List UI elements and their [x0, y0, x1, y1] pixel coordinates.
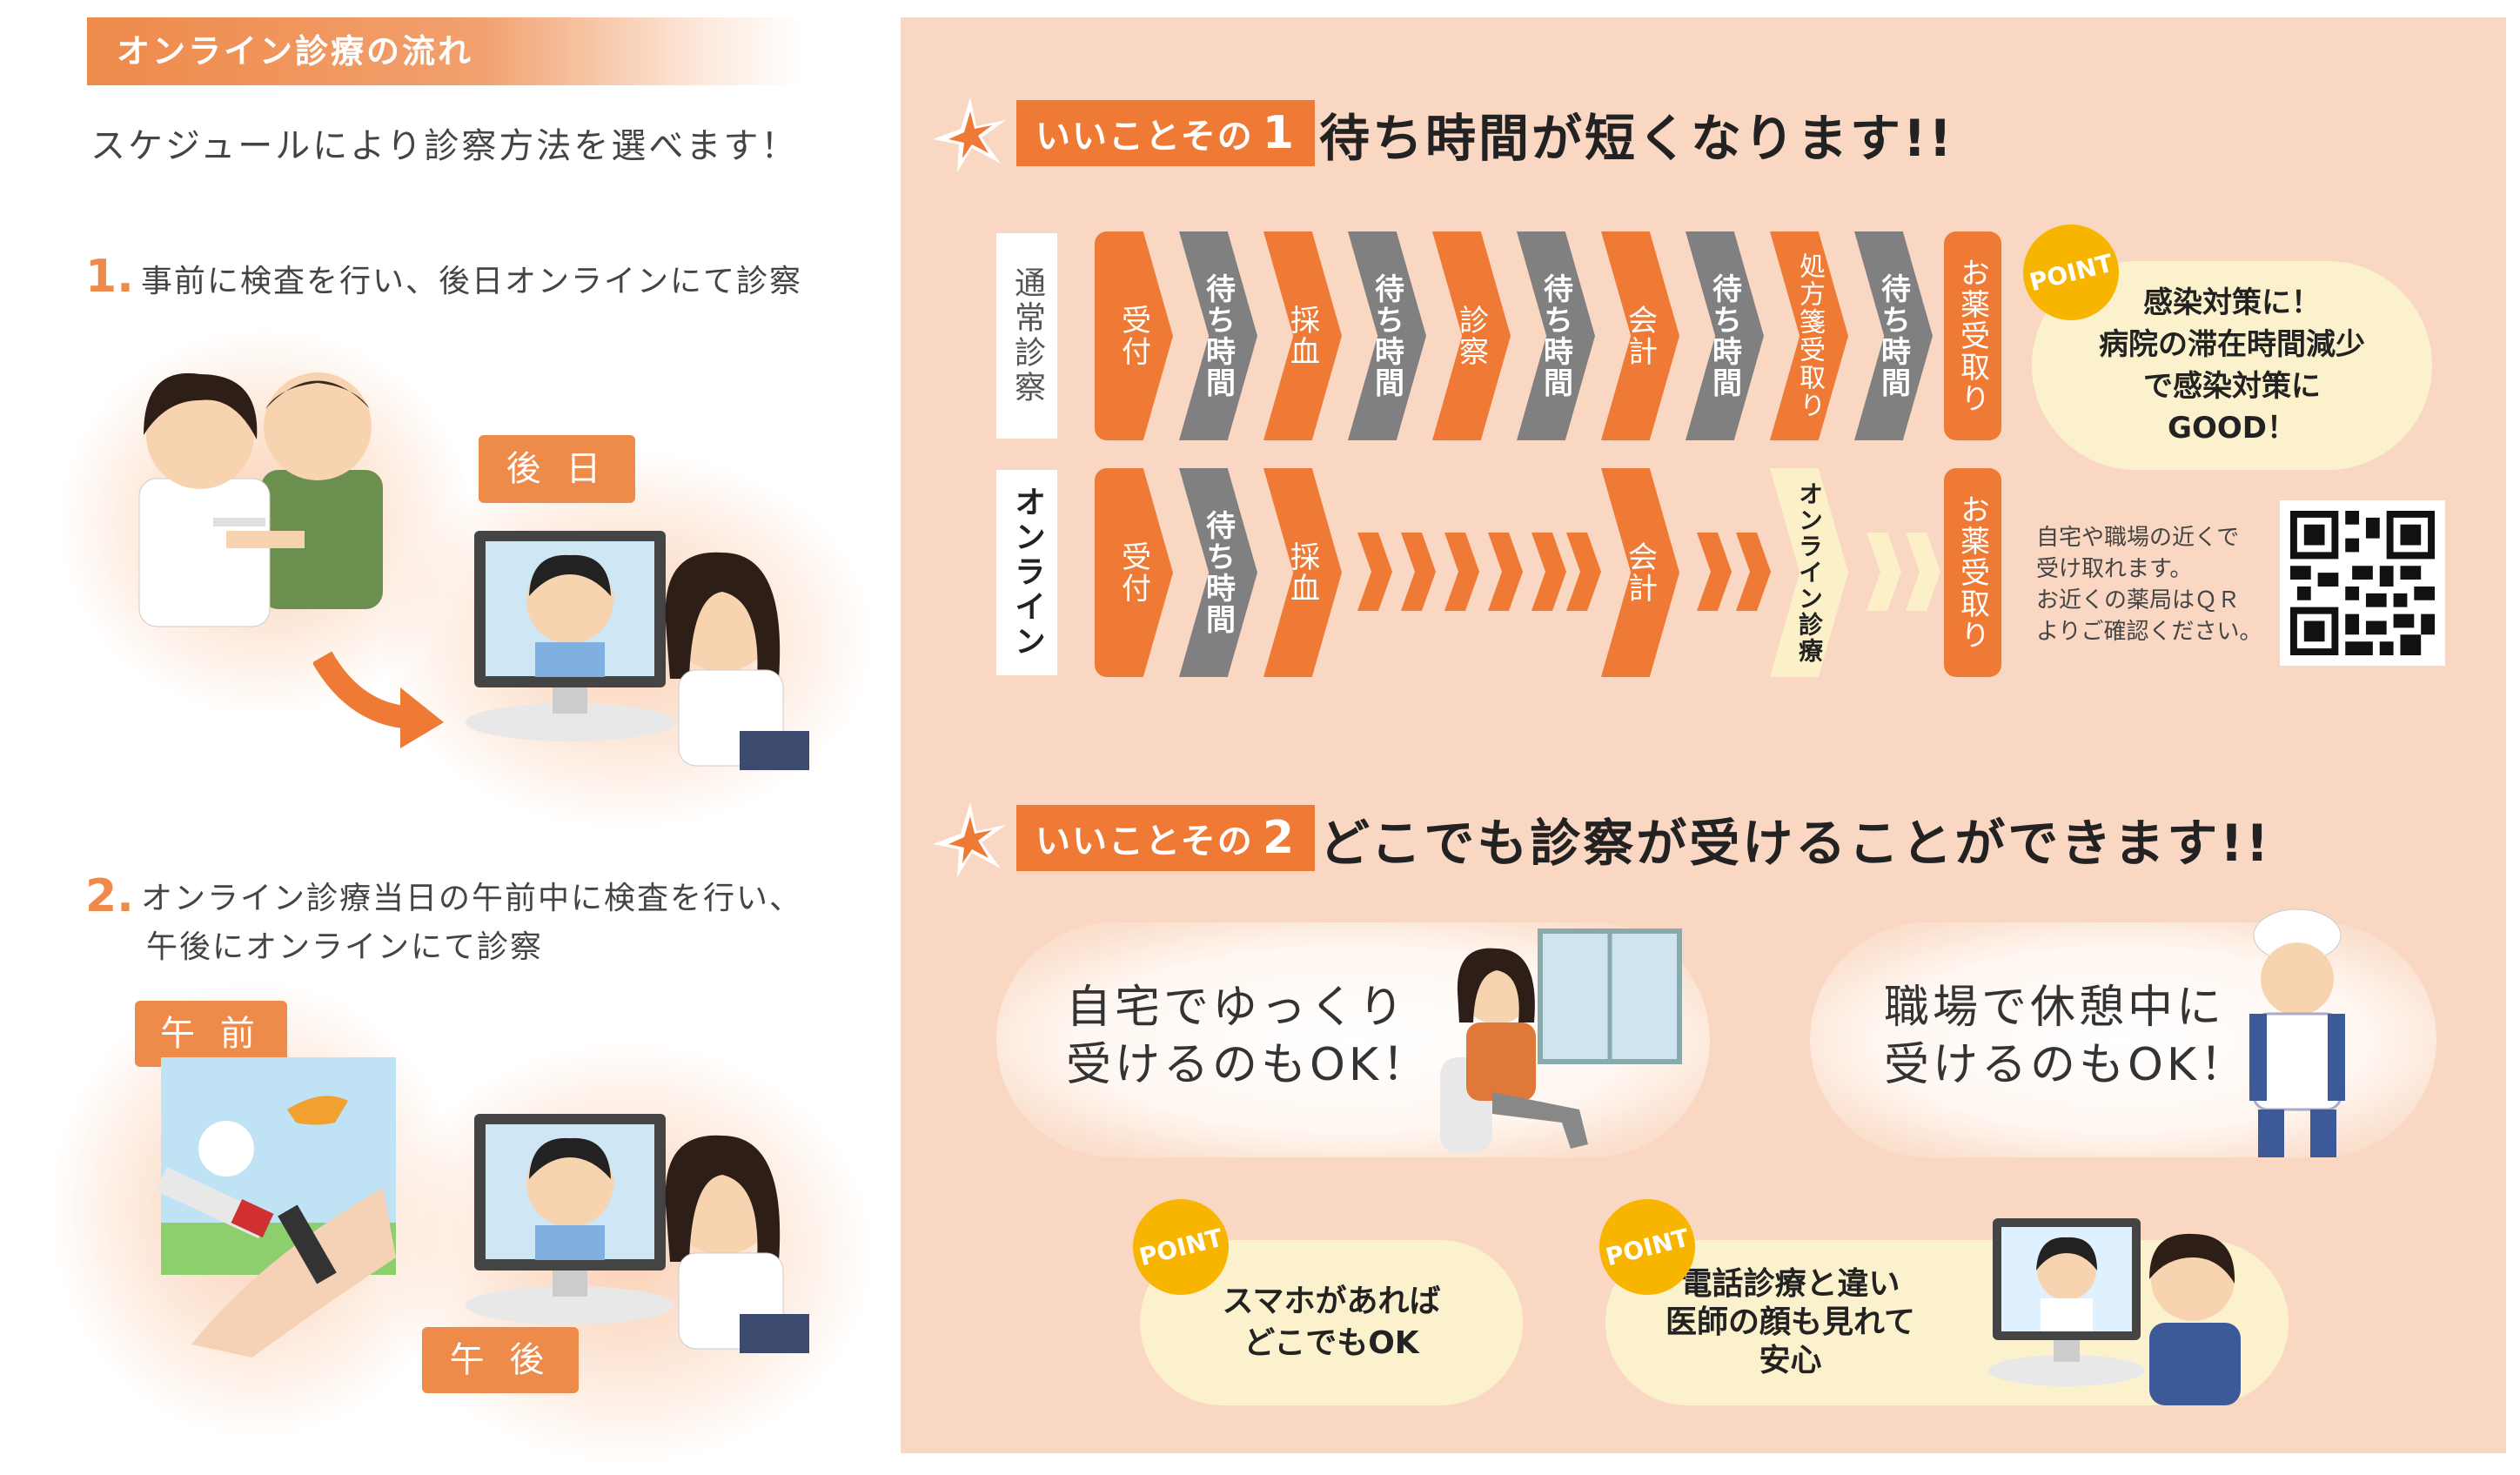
blood-test-illustration [138, 372, 383, 627]
section-title: オンライン診療の流れ [87, 17, 801, 85]
arm-injection-illustration [157, 1057, 396, 1358]
step1-number: 1. [85, 251, 134, 303]
online-consultation-flow: オンライン診療の流れ スケジュールにより診察方法を選べます！ 1. 事前に検査を… [0, 0, 879, 1475]
good-tag-text: いいことその [1035, 117, 1254, 157]
step2-number: 2. [85, 870, 134, 922]
point-line: どこでもOK [1243, 1325, 1419, 1361]
point-line: 電話診療と違い [1680, 1266, 1900, 1302]
step1-text: 事前に検査を行い、後日オンラインにて診察 [141, 264, 803, 299]
sparkle-icon [933, 802, 1006, 877]
step2-text-line2: 午後にオンラインにて診察 [146, 929, 544, 965]
qr-code[interactable] [2280, 500, 2445, 666]
point-line: 病院の滞在時間減少 [2099, 327, 2365, 362]
qr-note-line: 受け取れます。 [2036, 556, 2193, 582]
good-point-1-headline: 待ち時間が短くなります!! [1319, 109, 1954, 168]
row-label-normal: 通常診察 [996, 233, 1057, 439]
normal-step-medicine: お薬受取り [1944, 231, 2001, 440]
online-monitor-illustration-2 [466, 1114, 809, 1353]
home-line: 受けるのもOK！ [1066, 1039, 1431, 1091]
tag-morning: 午 前 [135, 1001, 287, 1067]
point-line: 医師の顔も見れて [1665, 1304, 1915, 1340]
qr-note-line: よりご確認ください。 [2036, 619, 2262, 645]
online-monitor-illustration [466, 531, 809, 770]
work-line: 職場で休憩中に [1884, 982, 2226, 1034]
row-label-online: オンライン [996, 470, 1057, 675]
good-tag-number: 2 [1262, 812, 1296, 864]
qr-note-line: お近くの薬局はＱＲ [2036, 587, 2241, 613]
step2-text-line1: オンライン診療当日の午前中に検査を行い、 [141, 881, 803, 916]
good-tag-text: いいことその [1035, 821, 1254, 862]
good-tag-number: 1 [1262, 107, 1296, 159]
qr-note: 自宅や職場の近くで 受け取れます。 お近くの薬局はＱＲ よりご確認ください。 [2036, 522, 2262, 647]
point-line: 感染対策に！ [2143, 285, 2321, 320]
online-step-medicine: お薬受取り [1944, 468, 2001, 677]
point-line: で感染対策に [2143, 369, 2321, 404]
tag-later-day: 後 日 [479, 435, 635, 503]
work-text: 職場で休憩中に 受けるのもOK！ [1884, 979, 2249, 1094]
video-call-doctor-illustration [1988, 1218, 2241, 1405]
resting-at-work-illustration [2249, 908, 2345, 1157]
tag-afternoon: 午 後 [422, 1327, 579, 1393]
sparkle-icon [933, 97, 1006, 172]
point-line: スマホがあれば [1222, 1284, 1441, 1319]
home-text: 自宅でゆっくり 受けるのもOK！ [1066, 979, 1431, 1094]
qr-code-icon [2290, 511, 2435, 655]
qr-note-line: 自宅や職場の近くで [2036, 525, 2240, 551]
work-line: 受けるのもOK！ [1884, 1039, 2249, 1091]
relaxing-at-home-illustration [1440, 929, 1682, 1153]
point-line: 安心 [1759, 1343, 1822, 1378]
home-line: 自宅でゆっくり [1066, 982, 1408, 1034]
arrow-icon [313, 651, 444, 748]
good-point-2-headline: どこでも診察が受けることができます!! [1319, 814, 2272, 873]
point-line: GOOD！ [2168, 411, 2296, 446]
intro-text: スケジュールにより診察方法を選べます！ [90, 126, 799, 166]
